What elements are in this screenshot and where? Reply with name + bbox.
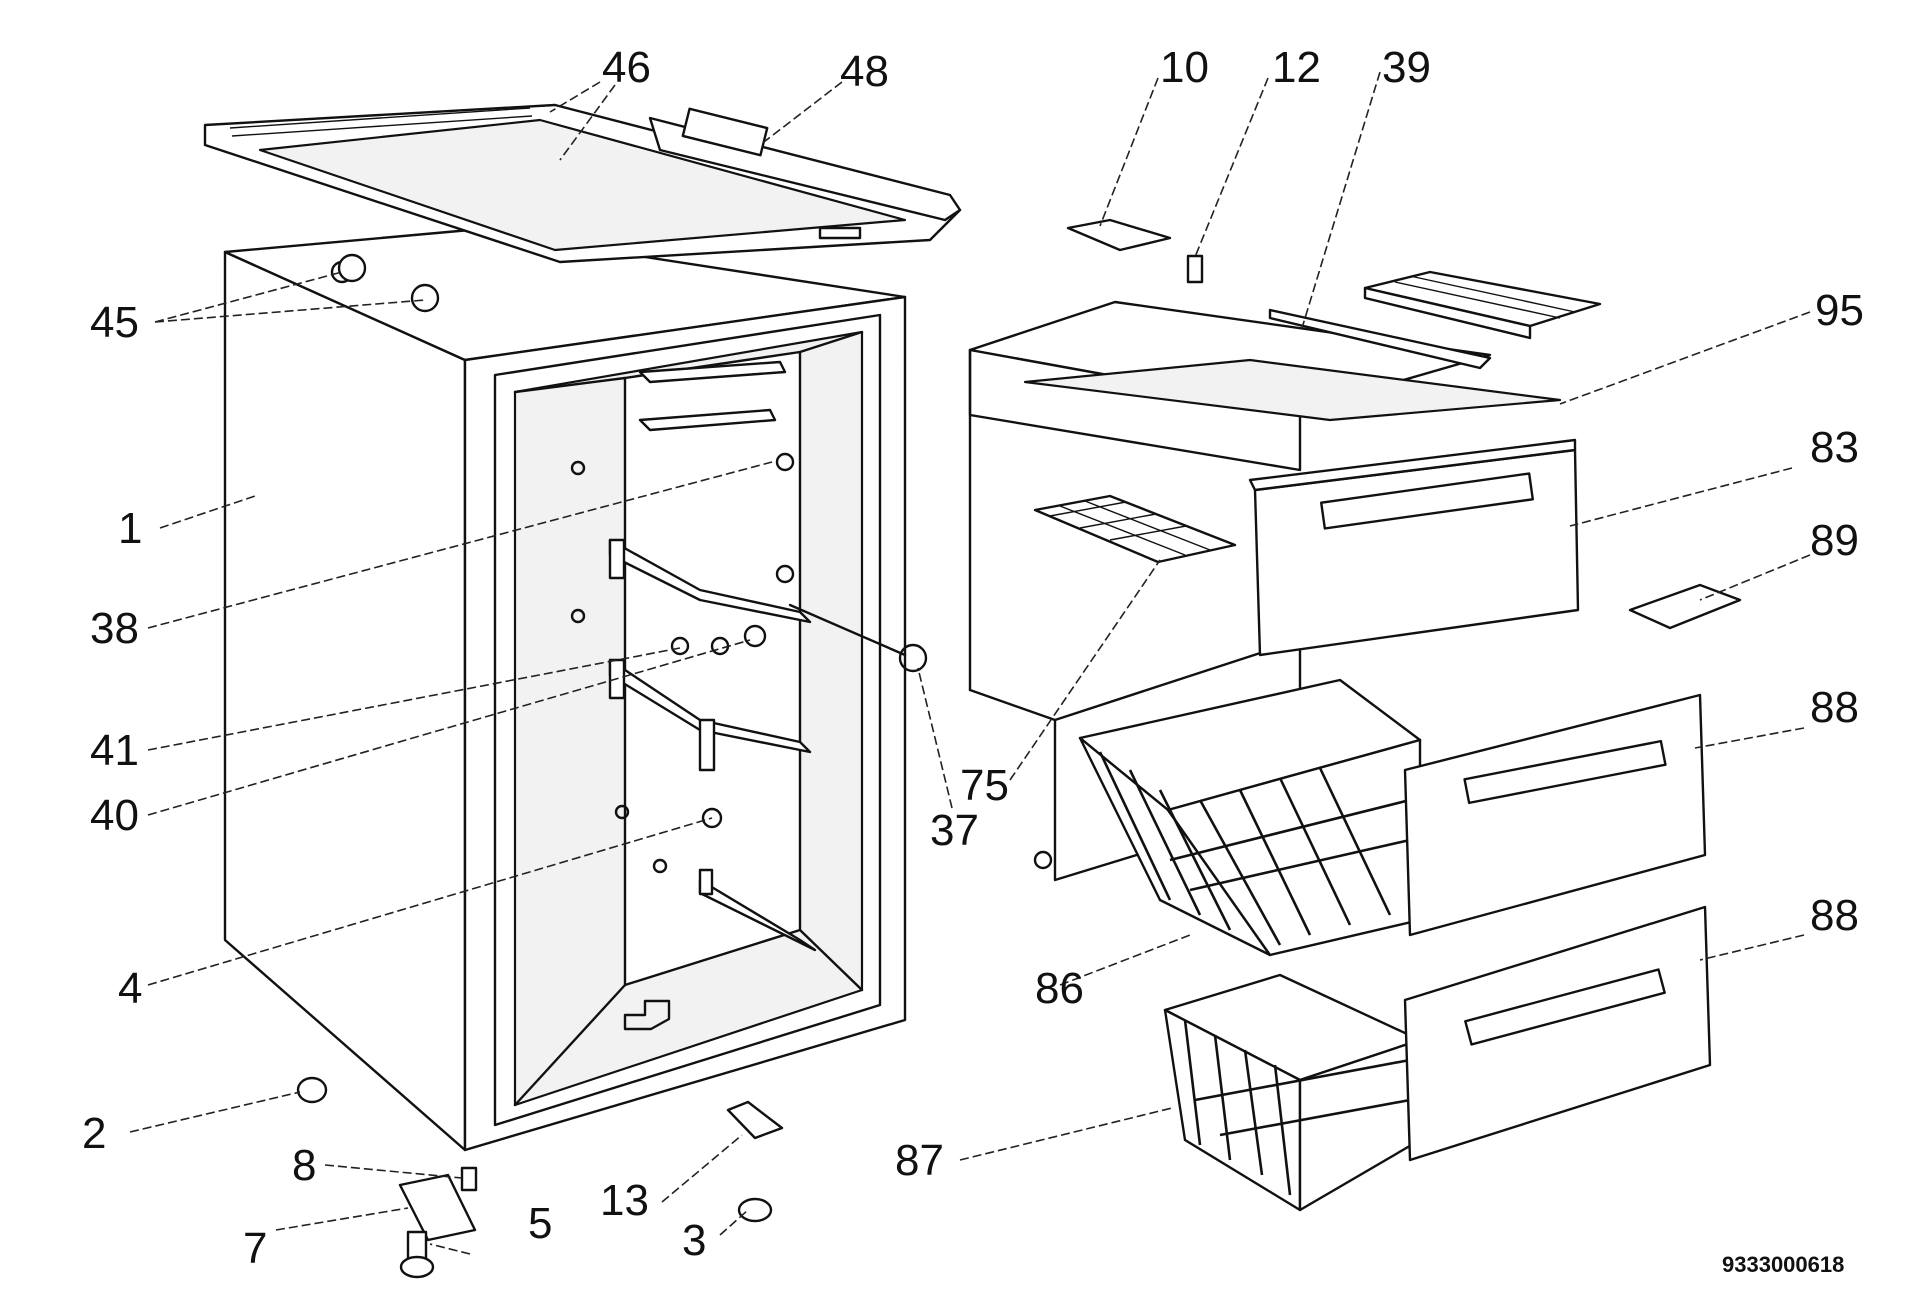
- callout-48: 48: [840, 47, 889, 96]
- callout-10: 10: [1160, 43, 1209, 92]
- callout-8: 8: [292, 1141, 316, 1190]
- top-cover: [203, 103, 962, 264]
- callout-88-upper: 88: [1810, 683, 1859, 732]
- freezer-compartment: [968, 300, 1562, 882]
- callout-12: 12: [1272, 43, 1321, 92]
- callout-40: 40: [90, 791, 139, 840]
- callout-46: 46: [602, 43, 651, 92]
- callout-39: 39: [1382, 43, 1431, 92]
- ice-cube-tray: [1363, 270, 1602, 340]
- cabinet-body: [223, 228, 907, 1152]
- callout-87: 87: [895, 1136, 944, 1185]
- drawing-code: 9333000618: [1722, 1252, 1844, 1277]
- callout-5: 5: [528, 1199, 552, 1248]
- callout-2: 2: [82, 1109, 106, 1158]
- ice-tray: [1033, 494, 1237, 564]
- callout-86: 86: [1035, 964, 1084, 1013]
- freezer-flap: [1248, 438, 1580, 657]
- callout-88-lower: 88: [1810, 891, 1859, 940]
- callout-75: 75: [960, 761, 1009, 810]
- callout-1: 1: [118, 504, 142, 553]
- callout-41: 41: [90, 726, 139, 775]
- upper-basket: [1078, 678, 1422, 957]
- callout-7: 7: [243, 1224, 267, 1273]
- callout-3: 3: [682, 1216, 706, 1265]
- callout-45: 45: [90, 298, 139, 347]
- upper-drawer-front: [1403, 693, 1707, 937]
- callout-95: 95: [1815, 286, 1864, 335]
- callout-37: 37: [930, 806, 979, 855]
- callout-13: 13: [600, 1176, 649, 1225]
- callout-38: 38: [90, 604, 139, 653]
- lower-drawer-front: [1403, 905, 1712, 1162]
- lower-basket: [1163, 973, 1422, 1212]
- callout-4: 4: [118, 964, 142, 1013]
- callout-labels: 1 2 3 4 5 7 8 10 12 13 37 38 39 40 41 45…: [82, 43, 1864, 1277]
- loose-parts: [296, 218, 1742, 1279]
- callout-89: 89: [1810, 516, 1859, 565]
- callout-83: 83: [1810, 423, 1859, 472]
- leader-lines: [129, 71, 1811, 1255]
